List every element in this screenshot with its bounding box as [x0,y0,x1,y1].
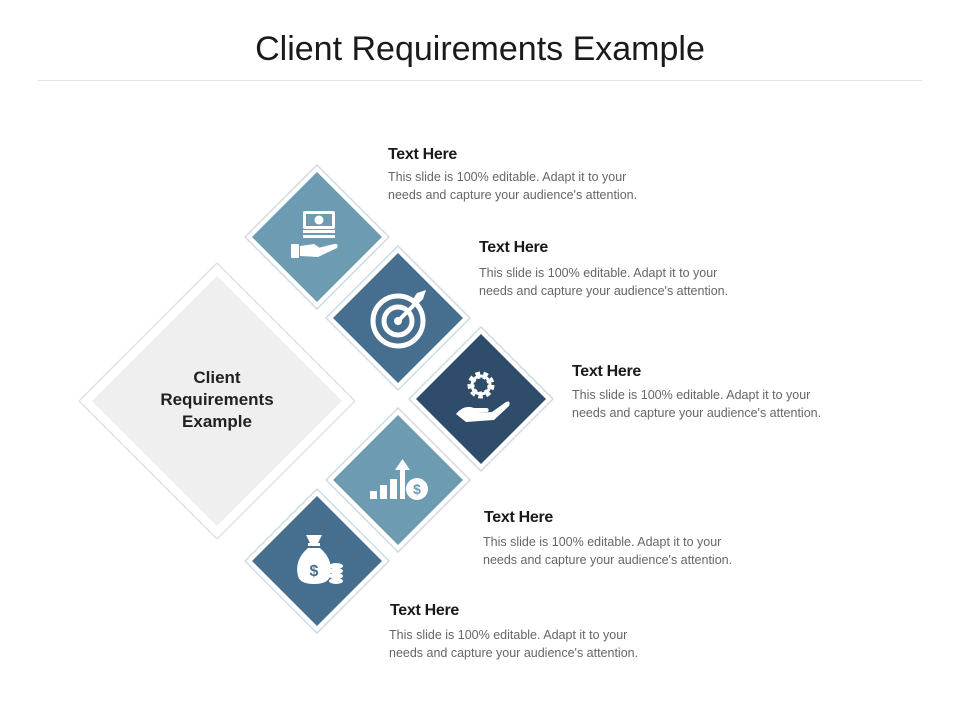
item-1-heading: Text Here [388,146,458,163]
gear-hand-icon [456,371,510,422]
item-1-description-line-2: needs and capture your audience's attent… [388,188,638,202]
diamond-item-3-fill [416,334,546,464]
item-4-heading: Text Here [484,509,554,526]
item-3-heading: Text Here [572,363,642,380]
item-2-description-line-1: This slide is 100% editable. Adapt it to… [479,266,718,280]
item-2-heading: Text Here [479,239,549,256]
item-4-description-line-1: This slide is 100% editable. Adapt it to… [483,535,722,549]
item-2-description: This slide is 100% editable. Adapt it to… [479,264,799,300]
item-1-description: This slide is 100% editable. Adapt it to… [388,168,708,204]
slide-title: Client Requirements Example [255,30,705,68]
item-5-heading: Text Here [390,602,460,619]
title-divider [38,80,922,81]
item-5-description-line-2: needs and capture your audience's attent… [389,646,639,660]
diamond-item-4: $ [325,407,471,553]
item-5-description-line-1: This slide is 100% editable. Adapt it to… [389,628,628,642]
svg-text:$: $ [413,481,421,497]
center-label-line-3: Example [182,412,252,431]
target-icon [370,290,426,349]
center-label-line-1: Client [193,368,241,387]
center-label: Client Requirements Example [127,367,307,433]
growth-chart-dollar-icon: $ [370,459,428,500]
diamond-item-4-fill [333,415,463,545]
item-4-description: This slide is 100% editable. Adapt it to… [483,533,803,569]
diamond-item-3 [408,326,554,472]
item-3-description-line-2: needs and capture your audience's attent… [572,406,822,420]
item-2-description-line-2: needs and capture your audience's attent… [479,284,729,298]
diamond-item-1 [244,164,390,310]
diamond-item-5: $ [244,488,390,634]
item-5-description: This slide is 100% editable. Adapt it to… [389,626,709,662]
diamond-item-2 [325,245,471,391]
item-4-description-line-2: needs and capture your audience's attent… [483,553,733,567]
svg-text:$: $ [310,563,319,580]
item-1-description-line-1: This slide is 100% editable. Adapt it to… [388,170,627,184]
center-label-line-2: Requirements [160,390,274,409]
item-3-description-line-1: This slide is 100% editable. Adapt it to… [572,388,811,402]
money-bag-icon: $ [297,535,343,584]
item-3-description: This slide is 100% editable. Adapt it to… [572,386,892,422]
money-hand-icon [291,211,338,258]
center-diamond [78,262,356,540]
